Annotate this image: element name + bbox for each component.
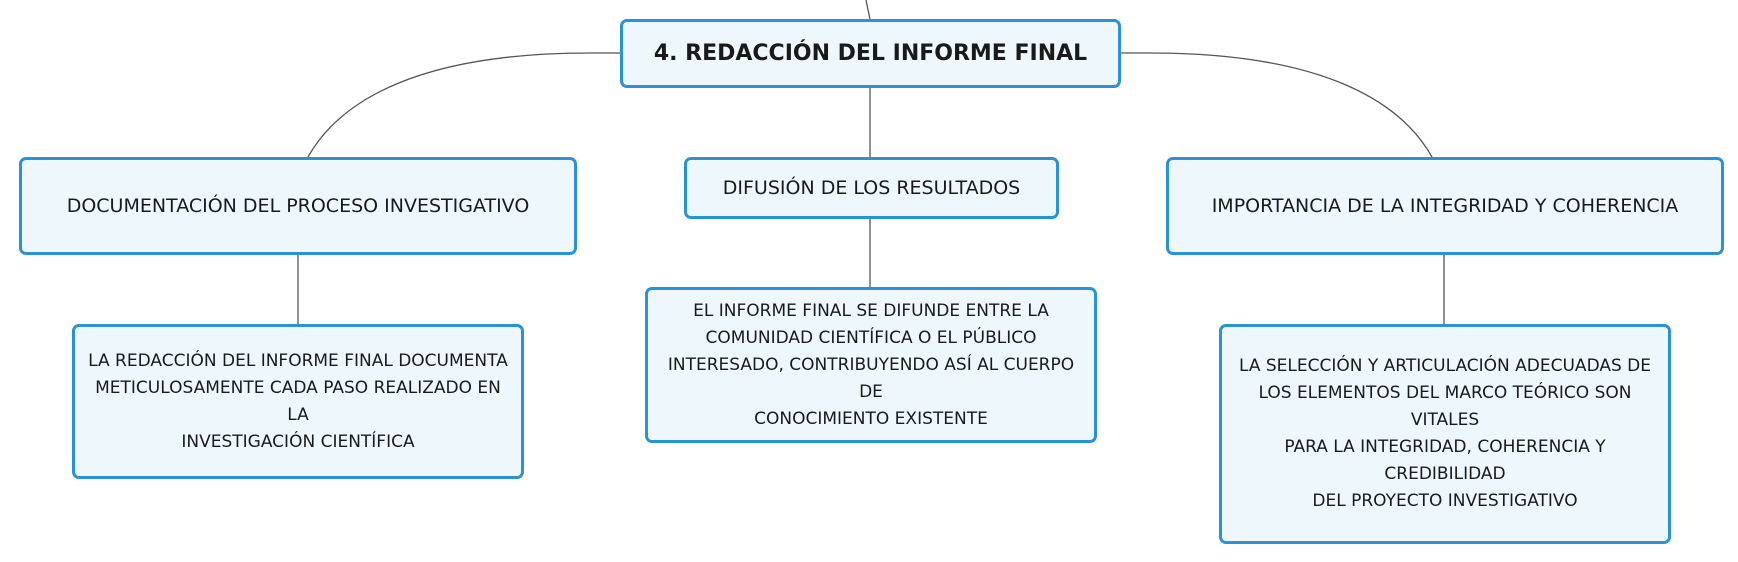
connector-root-to-importancia (1121, 52, 1433, 158)
connector-parent-to-root (865, 0, 871, 20)
topic-importancia[interactable]: IMPORTANCIA DE LA INTEGRIDAD Y COHERENCI… (1166, 157, 1724, 255)
detail-line: METICULOSAMENTE CADA PASO REALIZADO EN L… (95, 377, 501, 425)
detail-line: COMUNIDAD CIENTÍFICA O EL PÚBLICO (705, 327, 1037, 348)
detail-documentacion[interactable]: LA REDACCIÓN DEL INFORME FINAL DOCUMENTA… (72, 324, 524, 479)
detail-difusion[interactable]: EL INFORME FINAL SE DIFUNDE ENTRE LA COM… (645, 287, 1097, 443)
root-node-label: 4. REDACCIÓN DEL INFORME FINAL (653, 41, 1088, 66)
detail-importancia-text: LA SELECCIÓN Y ARTICULACIÓN ADECUADAS DE… (1232, 353, 1658, 515)
detail-line: INVESTIGACIÓN CIENTÍFICA (181, 431, 415, 452)
detail-documentacion-text: LA REDACCIÓN DEL INFORME FINAL DOCUMENTA… (85, 348, 511, 456)
topic-difusion[interactable]: DIFUSIÓN DE LOS RESULTADOS (684, 157, 1059, 219)
detail-line: INTERESADO, CONTRIBUYENDO ASÍ AL CUERPO … (667, 354, 1075, 402)
connector-root-to-documentacion (307, 52, 620, 158)
root-node[interactable]: 4. REDACCIÓN DEL INFORME FINAL (620, 19, 1121, 88)
detail-line: EL INFORME FINAL SE DIFUNDE ENTRE LA (693, 300, 1049, 321)
topic-importancia-label: IMPORTANCIA DE LA INTEGRIDAD Y COHERENCI… (1211, 195, 1679, 217)
topic-documentacion[interactable]: DOCUMENTACIÓN DEL PROCESO INVESTIGATIVO (19, 157, 577, 255)
topic-difusion-label: DIFUSIÓN DE LOS RESULTADOS (722, 177, 1021, 199)
detail-line: LA REDACCIÓN DEL INFORME FINAL DOCUMENTA (88, 350, 508, 371)
detail-line: LOS ELEMENTOS DEL MARCO TEÓRICO SON VITA… (1258, 383, 1632, 430)
detail-line: LA SELECCIÓN Y ARTICULACIÓN ADECUADAS DE (1238, 356, 1652, 376)
detail-importancia[interactable]: LA SELECCIÓN Y ARTICULACIÓN ADECUADAS DE… (1219, 324, 1671, 544)
detail-line: DEL PROYECTO INVESTIGATIVO (1312, 491, 1578, 511)
detail-line: CONOCIMIENTO EXISTENTE (754, 408, 988, 429)
detail-line: PARA LA INTEGRIDAD, COHERENCIA Y CREDIBI… (1284, 437, 1606, 484)
detail-difusion-text: EL INFORME FINAL SE DIFUNDE ENTRE LA COM… (658, 298, 1084, 433)
topic-documentacion-label: DOCUMENTACIÓN DEL PROCESO INVESTIGATIVO (66, 195, 530, 217)
